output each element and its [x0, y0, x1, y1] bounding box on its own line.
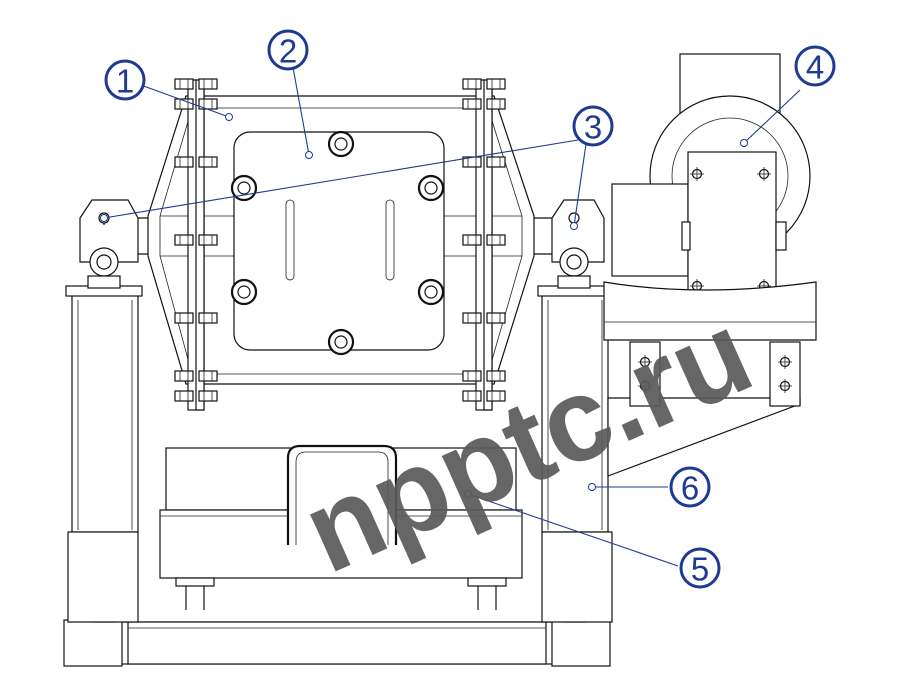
flange-bolt: [174, 156, 194, 168]
motor-bolts: [690, 167, 771, 293]
flange-bolt: [174, 370, 194, 382]
flange-bolt: [174, 390, 194, 402]
callout-5-label: 5: [691, 551, 709, 588]
flange-bolt: [462, 78, 482, 90]
flange-bolt: [198, 370, 218, 382]
left-stand: [65, 285, 143, 623]
callout-3: 3: [572, 105, 614, 147]
flange-bolt: [462, 390, 482, 402]
base-bolt: [638, 379, 652, 393]
hatch-bolt: [417, 278, 445, 306]
hatch-bolt: [230, 278, 258, 306]
motor-4: [611, 53, 811, 297]
base-bolt: [638, 355, 652, 369]
flange-bolt: [486, 390, 506, 402]
callout-6-label: 6: [681, 470, 699, 507]
callout-2-label: 2: [279, 33, 297, 70]
callout-2: 2: [267, 29, 309, 71]
hatch-bolt: [327, 130, 355, 158]
flange-bolt: [174, 312, 194, 324]
flange-bolt: [486, 98, 506, 110]
callout-5: 5: [679, 547, 721, 589]
bearing-3-right: [524, 199, 605, 289]
bearing-left: [79, 199, 170, 289]
flange-bolt: [486, 78, 506, 90]
flange-bolt: [486, 370, 506, 382]
flange-bolt: [486, 234, 506, 246]
flange-bolt: [462, 370, 482, 382]
flange-bolt: [174, 78, 194, 90]
motor-base: [603, 281, 817, 407]
hatch-bolt: [327, 328, 355, 356]
flange-bolt: [198, 390, 218, 402]
flange-bolt: [486, 312, 506, 324]
base-bolts: [638, 355, 792, 393]
flange-bolts: [174, 78, 506, 402]
flange-bolt: [462, 234, 482, 246]
callout-4-label: 4: [806, 49, 824, 86]
flange-bolt: [174, 234, 194, 246]
base-bolt: [778, 379, 792, 393]
leader-dots: [100, 113, 748, 498]
tray-5: [159, 444, 523, 610]
base-bolt: [778, 355, 792, 369]
flange-bolt: [462, 98, 482, 110]
hatch-bolt: [417, 174, 445, 202]
callout-4: 4: [794, 45, 836, 87]
motor-bolt: [690, 167, 704, 181]
motor-bolt: [757, 167, 771, 181]
flange-bolt: [198, 312, 218, 324]
flange-bolt: [198, 234, 218, 246]
base-frame: [63, 619, 611, 667]
callout-1: 1: [104, 59, 146, 101]
flange-bolt: [198, 156, 218, 168]
flange-bolt: [486, 156, 506, 168]
callout-3-label: 3: [584, 109, 602, 146]
callout-6: 6: [669, 466, 711, 508]
hatch-2: [233, 131, 445, 351]
leader-lines: [103, 61, 801, 567]
flange-bolt: [198, 78, 218, 90]
flange-bolt: [462, 312, 482, 324]
callout-1-label: 1: [116, 63, 134, 100]
